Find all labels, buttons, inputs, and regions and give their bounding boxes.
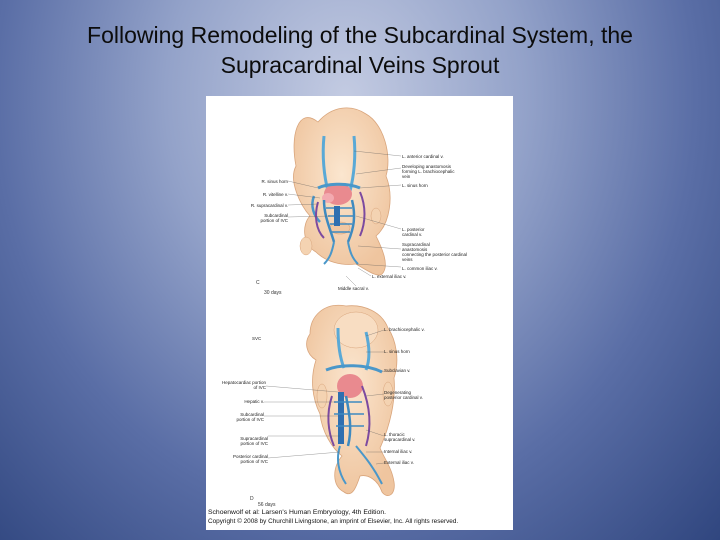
label-veins: veins — [402, 257, 413, 262]
label-r-supracardinal: R. supracardinal v. — [250, 203, 288, 208]
slide-title: Following Remodeling of the Subcardinal … — [10, 20, 710, 80]
label-supracardinal-a: Supracardinal — [402, 242, 430, 247]
label-connecting-posterior: connecting the posterior cardinal — [402, 252, 468, 257]
panel-a-marker: C — [256, 280, 260, 286]
label-internal-iliac: Internal iliac v. — [384, 449, 413, 454]
leader-lines-a — [287, 150, 402, 287]
label-supracardinal-b: Supracardinal — [240, 436, 268, 441]
label-of-ivc: of IVC — [253, 385, 266, 390]
label-l-anterior-cardinal: L. anterior cardinal v. — [402, 154, 444, 159]
label-l-thoracic: L. thoracic — [384, 432, 405, 437]
label-l-common-iliac: L. common iliac v. — [402, 266, 438, 271]
panel-b-marker: D — [250, 496, 254, 502]
label-supracardinal-v-b: supracardinal v. — [384, 437, 416, 442]
label-forming-brachiocephalic: forming L. brachiocephalic — [402, 169, 455, 174]
embryo-56-days — [306, 304, 398, 496]
label-posterior-cardinal-b: Posterior cardinal — [232, 454, 268, 459]
slide-title-line-1: Following Remodeling of the Subcardinal … — [87, 22, 633, 48]
label-svc: SVC — [252, 336, 262, 341]
panel-b-days: 56 days — [258, 502, 276, 508]
label-l-sinus-horn-a: L. sinus horn — [402, 183, 428, 188]
label-anastomosis: anastomosis — [402, 247, 428, 252]
label-portion-ivc-c: portion of IVC — [240, 441, 268, 446]
embryo-veins-illustration — [264, 107, 402, 496]
label-l-brachiocephalic: L. brachiocephalic v. — [384, 327, 425, 332]
label-l-sinus-horn-b: L. sinus horn — [384, 349, 410, 354]
label-middle-sacral: Middle sacral v. — [338, 286, 369, 291]
label-subcardinal-a: Subcardinal — [264, 213, 288, 218]
figure-credit-line-1: Schoenwolf et al: Larsen's Human Embryol… — [208, 509, 386, 516]
label-l-posterior: L. posterior — [402, 227, 425, 232]
embryo-30-days — [293, 107, 391, 276]
label-vein: vein — [402, 174, 411, 179]
label-portion-ivc-d: portion of IVC — [240, 459, 268, 464]
label-cardinal-v: cardinal v. — [402, 232, 423, 237]
panel-a-days: 30 days — [264, 290, 282, 296]
label-r-sinus-horn: R. sinus horn — [261, 179, 288, 184]
label-l-external-iliac-a: L. external iliac v. — [372, 274, 407, 279]
label-subclavian: Subclavian v. — [384, 368, 411, 373]
label-external-iliac-b: External iliac v. — [384, 460, 414, 465]
slide-title-line-2: Supracardinal Veins Sprout — [220, 52, 500, 78]
label-hepatocardiac: Hepatocardiac portion — [221, 380, 266, 385]
label-developing-anastomosis: Developing anastomosis — [402, 164, 452, 169]
figure-credit-line-2: Copyright © 2008 by Churchill Livingston… — [208, 518, 459, 525]
embryology-figure: L. anterior cardinal v. Developing anast… — [206, 96, 513, 530]
label-degenerating: Degenerating — [384, 390, 412, 395]
label-r-vitelline: R. vitelline v. — [262, 192, 288, 197]
label-portion-ivc-b: portion of IVC — [236, 417, 264, 422]
label-subcardinal-b: Subcardinal — [240, 412, 264, 417]
leader-lines-b — [264, 329, 385, 465]
label-posterior-cardinal-v: posterior cardinal v. — [384, 395, 423, 400]
label-hepatic-v: Hepatic v. — [244, 399, 264, 404]
label-portion-ivc-a: portion of IVC — [260, 218, 288, 223]
